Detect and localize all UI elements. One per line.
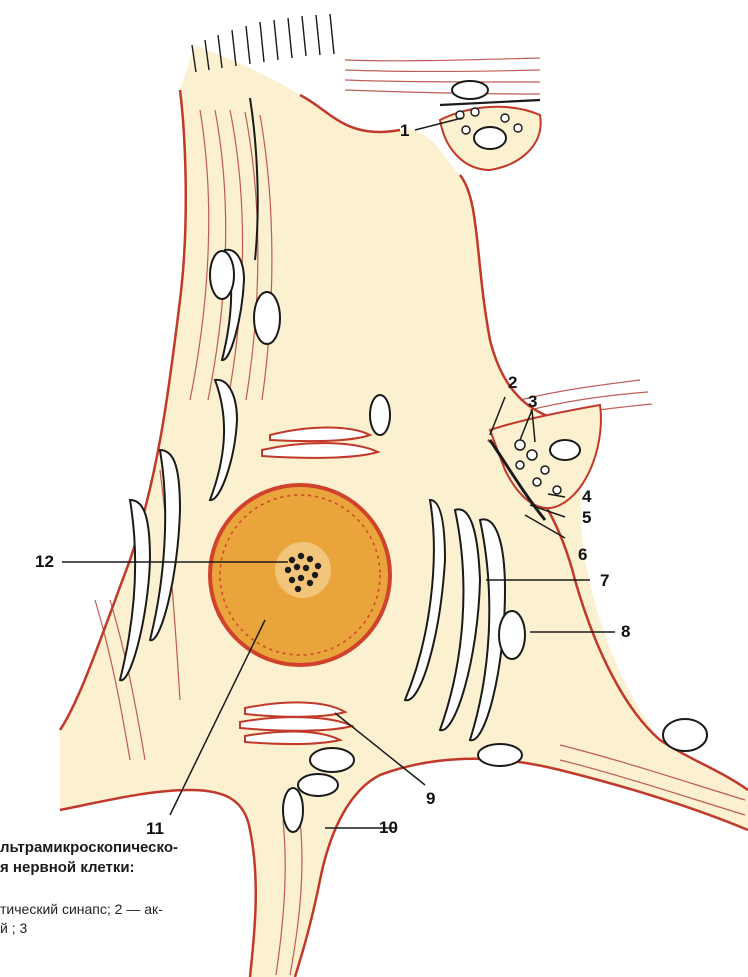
label-2: 2 [508, 374, 517, 391]
label-4: 4 [582, 488, 591, 505]
label-11: 11 [146, 820, 164, 837]
caption-title-line-2: я нервной клетки: [0, 858, 178, 878]
caption-body: тический синапс; 2 — ак- й ; 3 [0, 900, 163, 938]
label-7: 7 [600, 572, 609, 589]
label-12: 12 [35, 553, 54, 570]
caption-body-line-2: й ; 3 [0, 919, 163, 938]
label-10: 10 [379, 819, 398, 836]
caption-title-line-1: льтрамикроскопическо- [0, 838, 178, 858]
nucleus [210, 485, 390, 665]
caption-title: льтрамикроскопическо- я нервной клетки: [0, 838, 178, 878]
label-3: 3 [528, 393, 537, 410]
label-5: 5 [582, 509, 591, 526]
caption-body-line-1: тический синапс; 2 — ак- [0, 900, 163, 919]
label-1: 1 [400, 122, 409, 139]
label-9: 9 [426, 790, 435, 807]
label-6: 6 [578, 546, 587, 563]
label-8: 8 [621, 623, 630, 640]
